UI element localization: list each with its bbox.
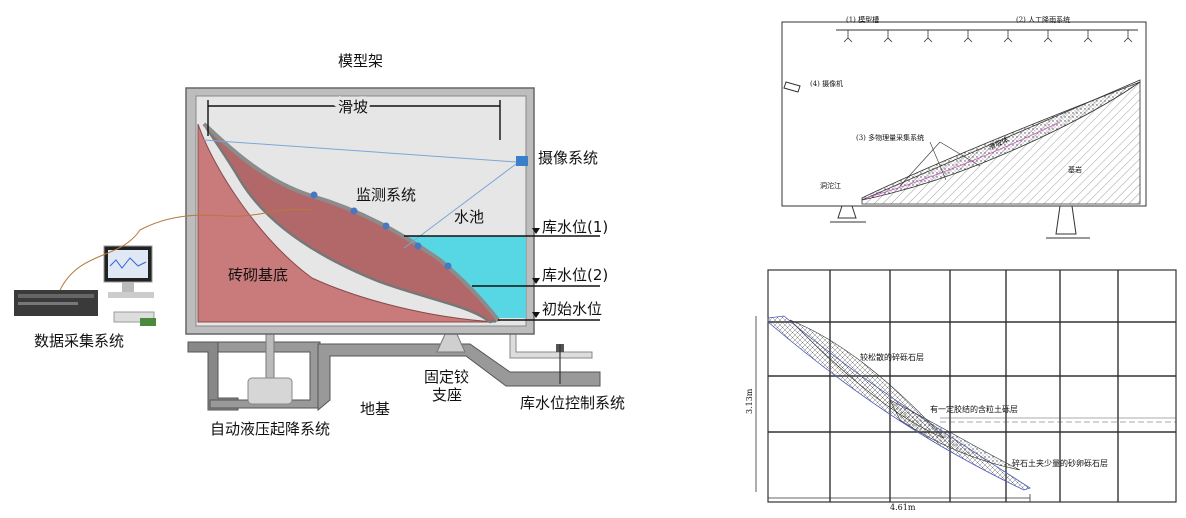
frame-title: 模型架 <box>338 52 383 70</box>
base-label: 砖砌基底 <box>228 266 288 284</box>
right-bottom-diagram: 较松散的碎砾石层 有一定胶结的含粒土砾层 碎石土夹少量的砂卵砾石层 3.13m … <box>745 269 1177 512</box>
height-dimension: 3.13m <box>745 388 754 414</box>
rain-nozzles <box>843 30 1133 43</box>
daq-label: 数据采集系统 <box>34 332 124 350</box>
multi-label: (3) 多物理量采集系统 <box>856 133 924 142</box>
slope-label: 滑坡 <box>338 98 368 116</box>
right-top-diagram: (1) 模型槽 (2) 人工降雨系统 (4) 摄像机 (3) 多物理量采集系统 … <box>781 15 1147 239</box>
gravel-layer-label: 碎石土夹少量的砂卵砾石层 <box>1012 458 1108 468</box>
level1-marker <box>532 228 540 234</box>
river-label: 洞沱江 <box>820 181 841 190</box>
camera-label: 摄像系统 <box>538 149 598 167</box>
foundation-right <box>317 343 601 412</box>
lift-cylinder <box>247 377 293 405</box>
monitoring-label: 监测系统 <box>356 186 416 204</box>
level2-marker <box>532 278 540 284</box>
camera-top-icon <box>783 81 801 93</box>
slide-body-top <box>861 81 1141 201</box>
monitoring-sensors <box>310 191 452 270</box>
hinge-label-2: 支座 <box>432 386 462 404</box>
camera-icon <box>516 156 528 166</box>
cemented-layer <box>889 399 1021 471</box>
hinge-support <box>436 331 466 353</box>
lift-piston <box>265 329 275 381</box>
initial-level-label: 初始水位 <box>542 300 602 318</box>
rain-system-label: (2) 人工降雨系统 <box>1016 15 1070 24</box>
bedrock-label: 基岩 <box>1068 165 1082 174</box>
support-left <box>830 205 866 223</box>
model-frame-label: (1) 模型槽 <box>846 15 879 24</box>
pool-label: 水池 <box>454 208 484 226</box>
daq-equipment <box>14 208 313 326</box>
level2-label: 库水位(2) <box>542 266 608 284</box>
left-model-diagram: 模型架 滑坡 摄像系统 监测系统 水池 砖砌基底 库水位(1) 库水位(2) 初… <box>14 52 625 438</box>
initial-marker <box>532 312 540 318</box>
hinge-label-1: 固定铰 <box>424 368 469 386</box>
grid-frame <box>767 269 1177 503</box>
lift-label: 自动液压起降系统 <box>210 420 330 438</box>
support-right <box>1046 205 1090 239</box>
width-dimension: 4.61m <box>890 503 916 512</box>
level-control-label: 库水位控制系统 <box>520 394 625 412</box>
ground-label: 地基 <box>360 400 390 418</box>
loose-layer-label: 较松散的碎砾石层 <box>860 352 924 362</box>
brick-base <box>197 123 497 323</box>
level1-label: 库水位(1) <box>542 218 608 236</box>
camera-top-label: (4) 摄像机 <box>810 79 843 88</box>
foundation-outline <box>187 341 239 411</box>
cemented-layer-label: 有一定胶结的含粒土砾层 <box>930 404 1018 414</box>
